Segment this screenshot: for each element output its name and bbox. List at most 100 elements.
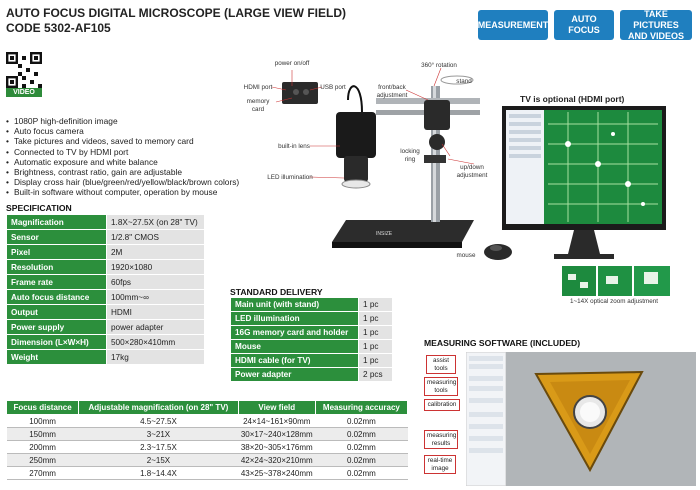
assist-tools-callout: assist tools: [426, 355, 456, 374]
feature-item: Automatic exposure and white balance: [6, 157, 239, 167]
table-row: Main unit (with stand)1 pc: [230, 297, 393, 312]
delivery-qty: 2 pcs: [358, 367, 393, 382]
delivery-table: Main unit (with stand)1 pc LED illuminat…: [230, 297, 393, 382]
table-cell: 42×24~320×210mm: [238, 453, 316, 467]
rotation-label: 360° rotation: [421, 62, 457, 69]
table-cell: 100mm: [6, 414, 79, 428]
feature-item: Built-in software without computer, oper…: [6, 187, 239, 197]
take-pictures-videos-button[interactable]: TAKE PICTURES AND VIDEOS: [620, 9, 692, 41]
stand-label: stand: [456, 78, 472, 85]
measuring-tools-callout: measuring tools: [424, 377, 458, 396]
feature-item: Brightness, contrast ratio, gain are adj…: [6, 167, 239, 177]
hdmi-port-label: HDMI port: [243, 84, 273, 91]
qr-code-icon[interactable]: [6, 52, 42, 88]
title-line-1: AUTO FOCUS DIGITAL MICROSCOPE (LARGE VIE…: [6, 6, 347, 20]
spec-value: 2M: [106, 244, 205, 260]
table-cell: 270mm: [6, 466, 79, 480]
spec-key: Power supply: [6, 319, 107, 335]
spec-key: Resolution: [6, 259, 107, 275]
auto-focus-button[interactable]: AUTO FOCUS: [554, 10, 614, 40]
memory-card-label: memory card: [246, 98, 270, 113]
delivery-item: LED illumination: [230, 311, 359, 326]
feature-item: 1080P high-definition image: [6, 116, 239, 126]
column-header: Measuring accuracy: [314, 400, 409, 415]
spec-key: Pixel: [6, 244, 107, 260]
feature-item: Auto focus camera: [6, 126, 239, 136]
software-heading: MEASURING SOFTWARE (INCLUDED): [424, 338, 581, 348]
table-cell: 38×20~305×176mm: [238, 440, 316, 454]
table-cell: 24×14~161×90mm: [238, 414, 316, 428]
feature-item: Connected to TV by HDMI port: [6, 147, 239, 157]
spec-key: Weight: [6, 349, 107, 365]
delivery-item: Power adapter: [230, 367, 359, 382]
spec-value: 1920×1080: [106, 259, 205, 275]
locking-ring-label: locking ring: [400, 148, 420, 163]
delivery-qty: 1 pc: [358, 339, 393, 354]
table-row: HDMI cable (for TV)1 pc: [230, 353, 393, 368]
product-code: CODE 5302-AF105: [6, 21, 111, 35]
page-title: AUTO FOCUS DIGITAL MICROSCOPE (LARGE VIE…: [6, 6, 346, 36]
column-header: View field: [237, 400, 316, 415]
measurement-button[interactable]: MEASUREMENT: [478, 10, 548, 40]
spec-value: HDMI: [106, 304, 205, 320]
table-cell: 0.02mm: [315, 466, 408, 480]
tv-optional-label: TV is optional (HDMI port): [520, 94, 625, 104]
real-time-image-callout: real-time image: [424, 455, 456, 474]
delivery-qty: 1 pc: [358, 353, 393, 368]
built-in-lens-label: built-in lens: [278, 143, 310, 150]
power-label: power on/off: [274, 60, 310, 67]
table-cell: 200mm: [6, 440, 79, 454]
spec-key: Auto focus distance: [6, 289, 107, 305]
led-illumination-label: LED illumination: [267, 174, 313, 181]
table-header-row: Focus distance Adjustable magnification …: [5, 400, 409, 415]
delivery-heading: STANDARD DELIVERY: [230, 287, 323, 297]
spec-key: Frame rate: [6, 274, 107, 290]
spec-key: Dimension (L×W×H): [6, 334, 107, 350]
calibration-callout: calibration: [424, 399, 460, 411]
measuring-results-callout: measuring results: [424, 430, 458, 449]
spec-value: 1.8X~27.5X (on 28" TV): [106, 214, 205, 230]
focus-distance-table: Focus distance Adjustable magnification …: [5, 400, 409, 480]
table-cell: 150mm: [6, 427, 79, 441]
front-back-label: front/back adjustment: [376, 84, 408, 99]
table-cell: 3~21X: [78, 427, 239, 441]
spec-key: Output: [6, 304, 107, 320]
feature-item: Display cross hair (blue/green/red/yello…: [6, 177, 239, 187]
up-down-label: up/down adjustment: [456, 164, 488, 179]
delivery-qty: 1 pc: [358, 311, 393, 326]
table-cell: 0.02mm: [315, 427, 408, 441]
spec-value: 500×280×410mm: [106, 334, 205, 350]
feature-item: Take pictures and videos, saved to memor…: [6, 136, 239, 146]
delivery-item: Mouse: [230, 339, 359, 354]
spec-key: Magnification: [6, 214, 107, 230]
table-cell: 2.3~17.5X: [78, 440, 239, 454]
video-label: VIDEO: [6, 88, 42, 97]
zoom-label: 1~14X optical zoom adjustment: [570, 298, 659, 305]
delivery-qty: 1 pc: [358, 297, 393, 312]
brand-logo: INSIZE: [376, 231, 393, 237]
table-cell: 2~15X: [78, 453, 239, 467]
delivery-item: Main unit (with stand): [230, 297, 359, 312]
microscope-illustration: [271, 67, 480, 248]
usb-port-label: USB port: [320, 84, 346, 91]
spec-value: 17kg: [106, 349, 205, 365]
table-row: Dimension (L×W×H)500×280×410mm: [6, 334, 205, 350]
table-cell: 43×25~378×240mm: [238, 466, 316, 480]
